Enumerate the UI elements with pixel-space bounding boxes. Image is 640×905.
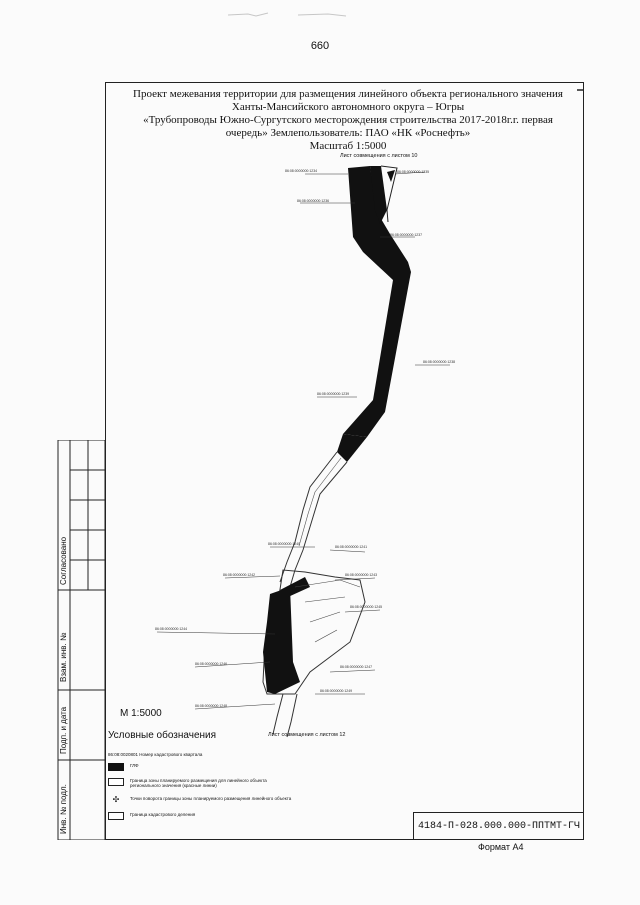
- drawing-frame: [105, 82, 584, 840]
- legend-item-zone: Граница зоны планируемого размещения для…: [108, 778, 280, 788]
- corridor-outline-right: [380, 165, 398, 223]
- svg-text:86:08:0000000:1236: 86:08:0000000:1236: [297, 199, 329, 203]
- svg-text:86:08:0000000:1243: 86:08:0000000:1243: [345, 573, 377, 577]
- svg-text:86:08:0000000:1241: 86:08:0000000:1241: [335, 545, 367, 549]
- legend-text-4: Граница кадастрового деления: [130, 812, 196, 817]
- scan-noise-top: [227, 6, 358, 17]
- legend-title: Условные обозначения: [108, 730, 217, 741]
- corridor-outline-lower: [279, 451, 348, 588]
- page-number: 660: [310, 40, 330, 52]
- svg-text:86:08:0000000:1248: 86:08:0000000:1248: [195, 704, 227, 708]
- pipeline-map: 86:08:0000000:1234 86:08:0000000:1235 86…: [155, 89, 584, 738]
- black-fill-swatch: [108, 763, 124, 771]
- svg-text:86:08:0000000:1246: 86:08:0000000:1246: [195, 662, 227, 666]
- legend-item-cadastral: 86:08:0020801 Номер кадастрового квартал…: [108, 752, 202, 757]
- sheet-top-label: Лист совмещения с листом 10: [340, 153, 418, 159]
- svg-text:86:08:0000000:1245: 86:08:0000000:1245: [350, 605, 382, 609]
- svg-text:86:08:0000000:1244: 86:08:0000000:1244: [155, 627, 187, 631]
- turn-point-icon: ✣: [112, 795, 120, 804]
- side-approval-stamp: Согласовано Взам. инв. № Подп. и дата Ин…: [40, 440, 105, 840]
- agreed-label: Согласовано: [59, 536, 68, 585]
- legend-text-3: Точки поворота границы зоны планируемого…: [130, 796, 292, 801]
- title-line-4: очередь» Землепользователь: ПАО «НК «Рос…: [225, 127, 471, 139]
- svg-text:86:08:0000000:1240: 86:08:0000000:1240: [268, 542, 300, 546]
- drawing-code-stamp: 4184-П-028.000.000-ППТМТ-ГЧ: [413, 812, 584, 840]
- svg-text:86:08:0000000:1242: 86:08:0000000:1242: [223, 573, 255, 577]
- corridor-black-lower: [263, 587, 300, 694]
- svg-text:86:08:0000000:1238: 86:08:0000000:1238: [423, 360, 455, 364]
- white-box-swatch-2: [108, 812, 124, 820]
- title-line-1: Проект межевания территории для размещен…: [133, 88, 563, 100]
- legend-item-cadastral-division: Граница кадастрового деления: [108, 812, 195, 820]
- corridor-black-top: [343, 166, 411, 437]
- svg-text:86:08:0000000:1235: 86:08:0000000:1235: [397, 170, 429, 174]
- page-format: Формат А4: [478, 842, 524, 852]
- sign-date-label: Подп. и дата: [59, 706, 68, 754]
- inv-replace-label: Взам. инв. №: [59, 632, 68, 682]
- svg-text:86:08:0000000:1247: 86:08:0000000:1247: [340, 665, 372, 669]
- legend-text-2: Граница зоны планируемого размещения для…: [130, 778, 267, 788]
- leader-lines: [156, 171, 450, 710]
- white-box-swatch: [108, 778, 124, 786]
- title-line-5: Масштаб 1:5000: [309, 140, 387, 152]
- sheet-bottom-label: Лист совмещения с листом 12: [268, 732, 346, 738]
- orig-inv-label: Инв. № подл.: [59, 784, 68, 834]
- svg-text:86:08:0000000:1239: 86:08:0000000:1239: [317, 392, 349, 396]
- drawing-title: Проект межевания территории для размещен…: [118, 88, 578, 153]
- svg-text:86:08:0000000:1237: 86:08:0000000:1237: [390, 233, 422, 237]
- corridor-black-top-right: [370, 166, 387, 224]
- svg-text:86:08:0000000:1234: 86:08:0000000:1234: [285, 169, 317, 173]
- legend-text-1: ГЛФ: [130, 763, 139, 768]
- cadastral-labels: 86:08:0000000:1234 86:08:0000000:1235 86…: [155, 169, 455, 708]
- title-line-3: «Трубопроводы Южно-Сургутского месторожд…: [143, 114, 553, 126]
- drawing-code: 4184-П-028.000.000-ППТМТ-ГЧ: [417, 821, 581, 832]
- legend-text-0: 86:08:0020801 Номер кадастрового квартал…: [108, 752, 203, 757]
- svg-text:86:08:0000000:1249: 86:08:0000000:1249: [320, 689, 352, 693]
- legend-item-turnpoint: ✣ Точки поворота границы зоны планируемо…: [108, 795, 292, 804]
- legend-item-glf: ГЛФ: [108, 763, 139, 771]
- title-line-2: Ханты-Мансийского автономного округа – Ю…: [231, 101, 465, 113]
- map-scale: М 1:5000: [120, 708, 162, 719]
